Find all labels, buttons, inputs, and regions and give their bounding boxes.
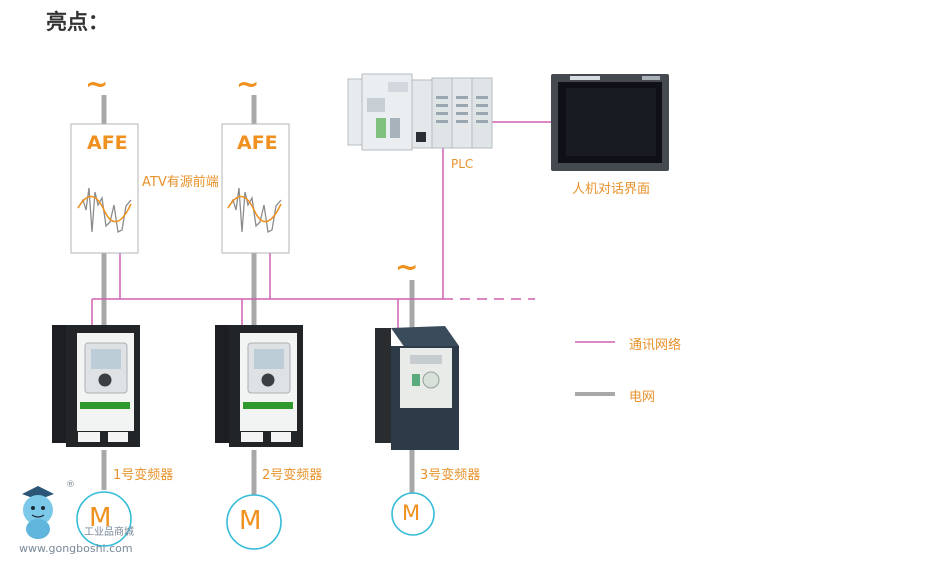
plc-device [347, 73, 493, 151]
motor-1-circle [76, 491, 132, 547]
comm-lines [91, 121, 551, 328]
page-title: 亮点： [46, 10, 109, 34]
ac-source-symbol-3: ~ [395, 250, 419, 283]
afe-label-2: AFE [237, 132, 278, 154]
hmi-label: 人机对话界面 [572, 182, 651, 197]
watermark-name: 工业品商城 [84, 527, 134, 538]
afe-unit-1 [70, 123, 139, 254]
afe-label-1: AFE [87, 132, 128, 154]
ac-source-symbol-1: ~ [85, 67, 109, 100]
ac-source-symbol-2: ~ [236, 67, 260, 100]
motor-2-label: M [239, 506, 262, 536]
drive-unit-3 [375, 326, 459, 450]
plc-label: PLC [451, 157, 474, 171]
drive-label-1: 1号变频器 [113, 468, 174, 483]
legend-power-label: 电网 [629, 390, 656, 405]
motor-1-label: M [89, 503, 112, 533]
legend-comm-label: 通讯网络 [629, 338, 682, 353]
watermark-site: www.gongboshi.com [19, 542, 133, 555]
drive-label-2: 2号变频器 [262, 468, 323, 483]
drive-unit-2 [215, 325, 303, 447]
power-lines [101, 95, 415, 496]
motor-3-label: M [402, 501, 421, 525]
afe-note-label: ATV有源前端 [142, 175, 219, 190]
afe-unit-2 [221, 123, 290, 254]
drive-label-3: 3号变频器 [420, 468, 481, 483]
watermark-registered-mark: ® [66, 480, 75, 490]
hmi-screen [551, 74, 669, 171]
motor-3-circle [391, 492, 435, 536]
watermark-mascot [22, 486, 54, 539]
drive-unit-1 [52, 325, 140, 447]
motor-2-circle [226, 494, 282, 550]
